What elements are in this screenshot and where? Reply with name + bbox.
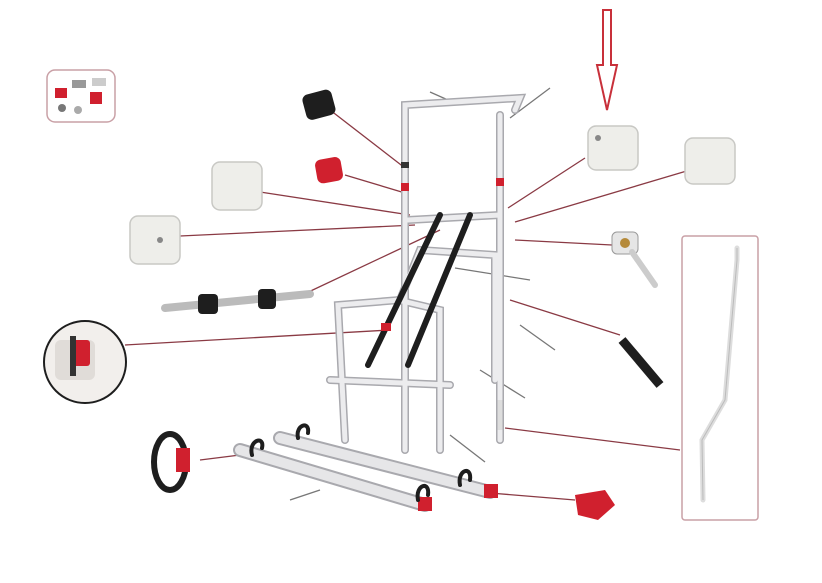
clip-detail-magnifier-icon (43, 320, 127, 404)
rack-frame (326, 93, 527, 454)
crank-handle-icon (497, 235, 759, 521)
black-end-cap-icon (302, 89, 336, 120)
wheel-strap-icon (151, 431, 190, 493)
ratchet-strap-icon (618, 337, 664, 388)
indicator-arrow-icon (595, 9, 619, 111)
ratchet-straps-on-frame (365, 212, 473, 368)
crossbar-with-clamps-icon (161, 289, 314, 314)
accessory-kit-thumbnail-icon (46, 69, 116, 123)
red-end-cap-icon (315, 157, 343, 184)
bike-rail-icon (233, 423, 498, 512)
white-cover-cap-icon (129, 125, 736, 265)
leader-lines (124, 87, 691, 501)
red-wheel-holder-icon (575, 490, 615, 520)
lock-bracket-icon (611, 231, 658, 288)
